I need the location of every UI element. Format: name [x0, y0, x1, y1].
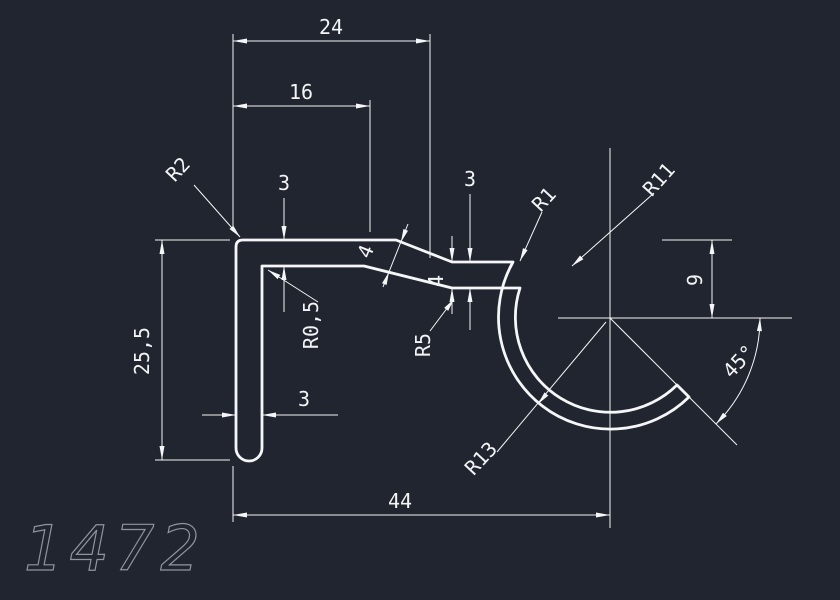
arrowhead [467, 288, 473, 302]
dim-label: 3 [464, 167, 476, 191]
arrowhead [467, 248, 473, 262]
radius-tip[interactable]: R1 [519, 182, 561, 262]
arrowhead [281, 266, 287, 280]
dim-neck-thickness[interactable]: 4 [424, 236, 455, 314]
arrowhead [268, 270, 281, 280]
dim-flange-thickness-left[interactable]: 3 [278, 171, 290, 312]
dim-mid-width[interactable]: 16 [233, 80, 371, 232]
dim-label: 16 [289, 80, 313, 104]
arrowhead [716, 412, 727, 424]
radius-hook-outer[interactable]: R13 [460, 321, 607, 480]
arrowhead [382, 272, 389, 285]
dim-label: R5 [411, 333, 435, 357]
arrowhead [262, 412, 276, 418]
dim-center-drop[interactable]: 9 [662, 239, 732, 318]
dim-leg-thickness[interactable]: 3 [202, 387, 338, 418]
radius-corner[interactable]: R2 [161, 152, 241, 238]
dim-label: 3 [298, 387, 310, 411]
dim-label: 24 [319, 15, 343, 39]
dim-label: 3 [278, 171, 290, 195]
dim-label: R1 [527, 182, 561, 216]
arrowhead [520, 248, 528, 261]
dim-total-width[interactable]: 44 [232, 466, 610, 522]
arrowhead [233, 512, 247, 518]
arrowhead [444, 299, 454, 311]
angle-reference-line [609, 317, 738, 446]
arrowhead [356, 103, 370, 109]
dim-top-width[interactable]: 24 [232, 15, 431, 258]
radius-hook-inner[interactable]: R11 [571, 158, 680, 267]
arrowhead [159, 446, 165, 460]
arrowhead [159, 240, 165, 254]
arrowhead [709, 304, 715, 318]
dim-label: 44 [388, 489, 412, 513]
leader-line [571, 192, 655, 267]
dim-left-height[interactable]: 25,5 [130, 239, 230, 461]
dim-slant-thickness[interactable]: 4 [352, 223, 409, 288]
part-number[interactable]: 1472 [23, 511, 206, 585]
dim-flange-thickness-right[interactable]: 3 [464, 167, 476, 330]
arrowhead [709, 240, 715, 254]
arrowhead [538, 392, 549, 404]
arrowhead [233, 38, 247, 44]
profile-path[interactable] [234, 238, 691, 463]
radius-fillet[interactable]: R5 [411, 298, 455, 357]
arrowhead [233, 103, 247, 109]
dim-label: R0,5 [299, 301, 323, 349]
dim-label: 45° [718, 340, 760, 383]
dim-label: R13 [460, 437, 502, 480]
leader-line [496, 321, 607, 453]
arrowhead [401, 229, 408, 242]
arrowhead [416, 38, 430, 44]
dim-label: 25,5 [130, 327, 154, 375]
arrowhead [229, 225, 240, 237]
radius-inner-corner[interactable]: R0,5 [267, 269, 323, 349]
arrowhead [572, 255, 584, 266]
arrowhead [449, 288, 455, 302]
dim-label: 4 [424, 275, 448, 287]
arrowhead [222, 412, 236, 418]
arrowhead [281, 226, 287, 240]
dim-label: 4 [352, 241, 379, 261]
arrowhead [756, 318, 762, 332]
arrowhead [596, 512, 610, 518]
dim-label: 9 [683, 274, 707, 286]
arrowhead [449, 248, 455, 262]
center-lines [558, 148, 792, 528]
dim-label: R2 [161, 152, 195, 186]
profile-outline[interactable] [234, 238, 691, 463]
dim-label: R11 [638, 158, 680, 201]
